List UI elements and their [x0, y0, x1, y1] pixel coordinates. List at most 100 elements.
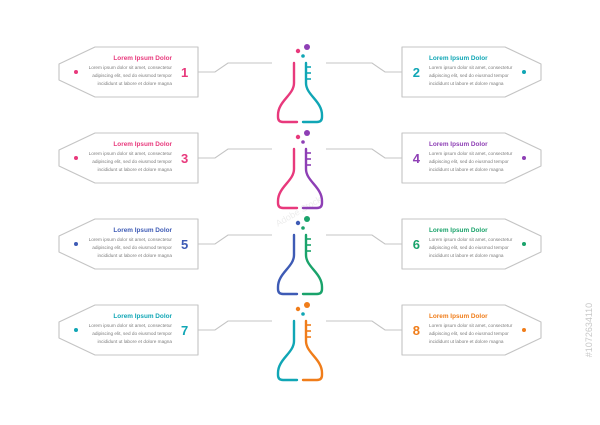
card-body-line: adipiscing elit, sed do eiusmod tempor	[429, 73, 509, 78]
card-body-line: adipiscing elit, sed do eiusmod tempor	[92, 331, 172, 336]
flask-column	[276, 44, 324, 382]
bubble-dot	[301, 312, 305, 316]
card-body-line: incididunt ut labore et dolore magna	[429, 81, 504, 86]
card-title: Lorem Ipsum Dolor	[113, 141, 172, 148]
card-title: Lorem Ipsum Dolor	[429, 313, 488, 320]
connector-layer	[67, 62, 533, 336]
card-title: Lorem Ipsum Dolor	[429, 141, 488, 148]
flask-left-stroke	[276, 319, 299, 382]
connector-left	[198, 148, 272, 159]
card-title: Lorem Ipsum Dolor	[113, 55, 172, 62]
bubble-dot	[295, 48, 301, 54]
card-number: 5	[181, 237, 188, 252]
card-body-line: Lorem ipsum dolor sit amet, consectetur	[429, 237, 513, 242]
card-dot	[74, 242, 78, 246]
card-body-line: incididunt ut labore et dolore magna	[429, 339, 504, 344]
card-number: 4	[413, 151, 421, 166]
card-number: 1	[181, 65, 188, 80]
card-frame	[401, 46, 542, 98]
card-body-line: incididunt ut labore et dolore magna	[97, 253, 172, 258]
flask-left-stroke	[276, 147, 299, 210]
card-body-line: adipiscing elit, sed do eiusmod tempor	[429, 331, 509, 336]
card-body-line: adipiscing elit, sed do eiusmod tempor	[92, 245, 172, 250]
flask-right-stroke	[301, 319, 324, 382]
bubble-dot	[295, 306, 301, 312]
watermark-id: #1072634110	[584, 303, 594, 357]
card-frame	[401, 218, 542, 270]
bubble-dot	[295, 220, 301, 226]
flask-left-stroke	[276, 61, 299, 124]
connector-right	[326, 320, 402, 331]
card-body-line: Lorem ipsum dolor sit amet, consectetur	[89, 151, 173, 156]
card-dot	[522, 70, 526, 74]
card-body-line: adipiscing elit, sed do eiusmod tempor	[429, 245, 509, 250]
bubble-dot	[295, 134, 301, 140]
card-number: 6	[413, 237, 420, 252]
card-body-line: incididunt ut labore et dolore magna	[429, 167, 504, 172]
card-dot	[74, 328, 78, 332]
flask-4	[276, 302, 324, 382]
card-body-line: Lorem ipsum dolor sit amet, consectetur	[429, 65, 513, 70]
flask-right-stroke	[301, 233, 324, 296]
card-dot	[522, 242, 526, 246]
card-body-line: Lorem ipsum dolor sit amet, consectetur	[89, 65, 173, 70]
card-dot	[522, 328, 526, 332]
card-number: 8	[413, 323, 420, 338]
connector-right	[326, 234, 402, 245]
bubble-dot	[301, 140, 305, 144]
flask-right-stroke	[301, 61, 324, 124]
card-frame	[58, 46, 199, 98]
card-body-line: incididunt ut labore et dolore magna	[97, 81, 172, 86]
card-body-line: Lorem ipsum dolor sit amet, consectetur	[429, 323, 513, 328]
card-dot	[74, 70, 78, 74]
bubble-dot	[304, 130, 310, 136]
card-body-line: adipiscing elit, sed do eiusmod tempor	[92, 73, 172, 78]
card-frame	[401, 304, 542, 356]
card-title: Lorem Ipsum Dolor	[429, 55, 488, 62]
card-frame	[401, 132, 542, 184]
flask-left-stroke	[276, 233, 299, 296]
flask-1	[276, 44, 324, 124]
card-body-line: incididunt ut labore et dolore magna	[429, 253, 504, 258]
card-title: Lorem Ipsum Dolor	[113, 313, 172, 320]
card-frame	[58, 304, 199, 356]
connector-left	[198, 62, 272, 73]
card-dot	[522, 156, 526, 160]
flask-right-stroke	[301, 147, 324, 210]
connector-right	[326, 62, 402, 73]
card-title: Lorem Ipsum Dolor	[429, 227, 488, 234]
flask-3	[276, 216, 324, 296]
card-dot	[74, 156, 78, 160]
card-body-line: Lorem ipsum dolor sit amet, consectetur	[89, 237, 173, 242]
bubble-dot	[301, 54, 305, 58]
card-frame	[58, 218, 199, 270]
card-body-line: adipiscing elit, sed do eiusmod tempor	[92, 159, 172, 164]
card-body-line: adipiscing elit, sed do eiusmod tempor	[429, 159, 509, 164]
connector-left	[198, 320, 272, 331]
flask-2	[276, 130, 324, 210]
card-title: Lorem Ipsum Dolor	[113, 227, 172, 234]
card-number: 3	[181, 151, 188, 166]
connector-left	[198, 234, 272, 245]
bubble-dot	[304, 302, 310, 308]
card-body-line: Lorem ipsum dolor sit amet, consectetur	[89, 323, 173, 328]
card-number: 2	[413, 65, 420, 80]
card-body-line: incididunt ut labore et dolore magna	[97, 339, 172, 344]
card-frame	[58, 132, 199, 184]
bubble-dot	[304, 44, 310, 50]
connector-right	[326, 148, 402, 159]
card-body-line: Lorem ipsum dolor sit amet, consectetur	[429, 151, 513, 156]
card-body-line: incididunt ut labore et dolore magna	[97, 167, 172, 172]
card-number: 7	[181, 323, 188, 338]
bubble-dot	[304, 216, 310, 222]
